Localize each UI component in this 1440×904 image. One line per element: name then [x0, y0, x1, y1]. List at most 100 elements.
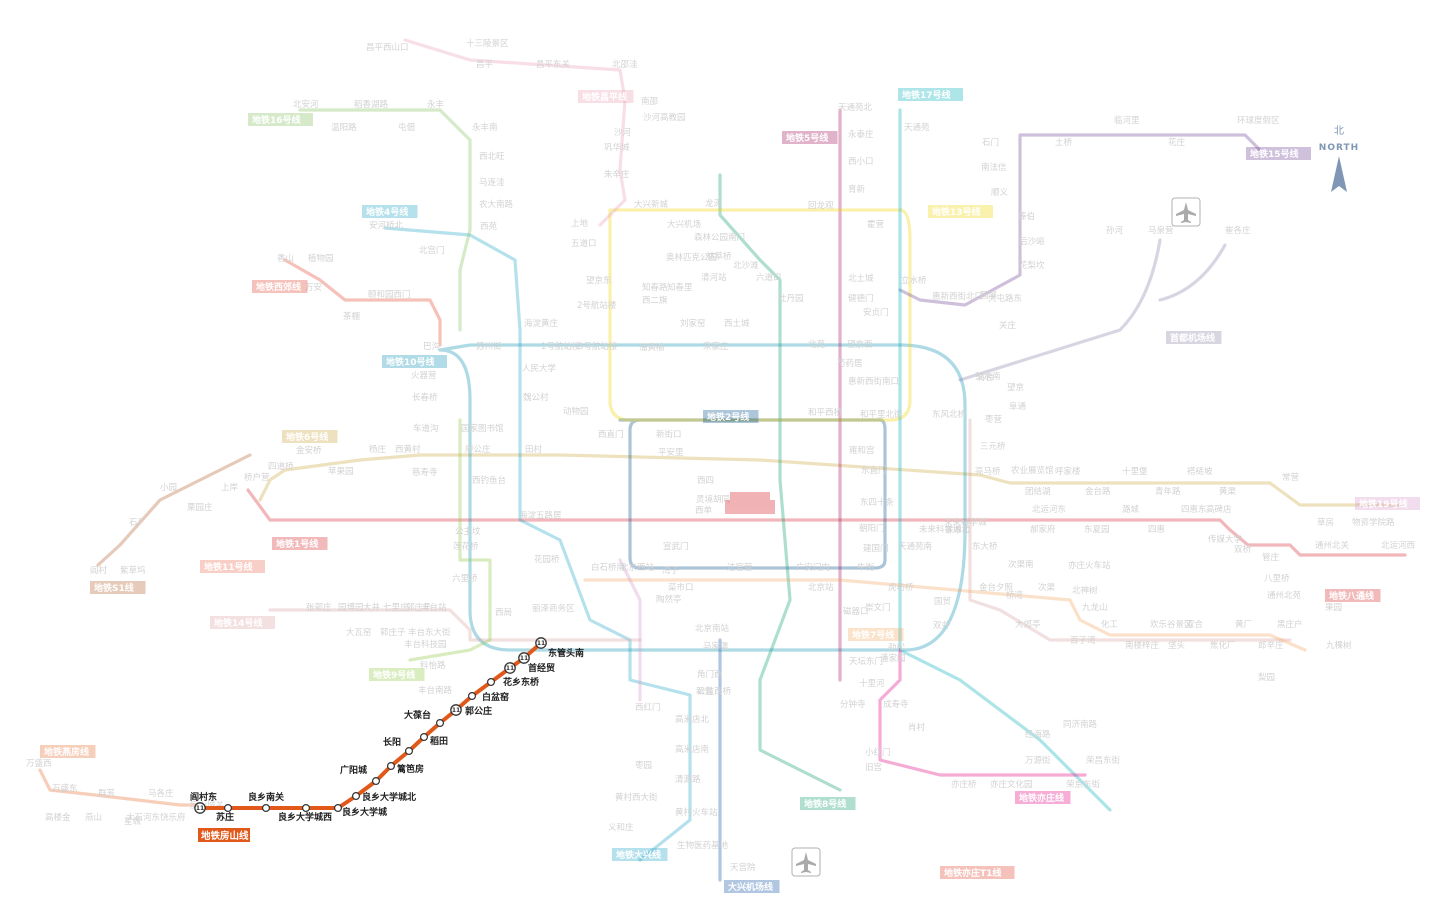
faint-station-label: 苹果园	[328, 466, 354, 477]
faint-station-label: 北土城	[848, 273, 874, 284]
line-tag-label: 地铁19号线	[1359, 498, 1408, 510]
line-tag-background	[800, 797, 856, 810]
line-tag[interactable]: 地铁亦庄线	[1015, 791, 1071, 804]
line-tag[interactable]: 地铁9号线	[369, 668, 425, 681]
station-3[interactable]: 良乡南关	[248, 791, 284, 812]
highlighted-line-fangshan[interactable]: 11阎村东苏庄良乡南关良乡大学城西良乡大学城良乡大学城北广阳城篱笆房长阳稻田大葆…	[190, 637, 584, 842]
faint-station-label: 草房	[1317, 517, 1334, 528]
faint-station-label: 潞城	[1122, 504, 1140, 515]
line-tag[interactable]: 地铁西郊线	[252, 280, 308, 293]
faint-station-label: 魏公村	[523, 392, 549, 403]
line-tag-label: 地铁昌平线	[582, 91, 627, 103]
transfer-badge: 11	[537, 640, 545, 647]
faint-station-label: 和平里北街	[860, 409, 903, 420]
faint-station-label: 北京西站	[620, 562, 655, 573]
line-tag[interactable]: 地铁1号线	[272, 537, 328, 550]
plane-icon-daxing	[791, 847, 821, 877]
faint-station-label: 温阳路	[331, 122, 357, 133]
line-tag[interactable]: 地铁8号线	[800, 797, 856, 810]
line-tag[interactable]: 地铁15号线	[1246, 147, 1311, 160]
faint-station-label: 慈寿寺	[412, 467, 438, 478]
faint-station-label: 虎坊桥	[888, 582, 914, 593]
faint-station-label: 团结湖	[1025, 486, 1051, 497]
faint-station-label: 北苑	[808, 339, 826, 350]
station-4[interactable]: 良乡大学城西	[278, 803, 332, 823]
faint-station-label: 立水桥	[901, 275, 927, 286]
line-tag-label: 首都机场线	[1170, 332, 1215, 344]
line-tag[interactable]: 地铁6号线	[282, 430, 338, 443]
station-label: 阎村东	[190, 791, 217, 803]
station-10[interactable]: 稻田	[420, 732, 448, 747]
faint-station-label: 四惠	[1148, 524, 1165, 535]
station-label: 白盆窑	[482, 691, 509, 703]
station-marker	[420, 732, 429, 741]
line-tag[interactable]: 地铁2号线	[703, 410, 759, 423]
line-tag-background	[1166, 331, 1222, 344]
faint-station-label: 南楼梓庄	[1125, 640, 1160, 651]
line-tag-background	[248, 113, 313, 126]
line-tag-label: 地铁17号线	[902, 89, 951, 101]
line-tag[interactable]: 大兴机场线	[724, 880, 780, 893]
line-tag[interactable]: 地铁5号线	[782, 131, 838, 144]
fangshan-line-tag[interactable]: 地铁房山线	[198, 828, 250, 842]
faint-station-label: 劲松	[888, 642, 906, 653]
faint-station-label: 建国门	[863, 543, 889, 554]
faint-station-label: 呼家楼	[1055, 466, 1081, 477]
line-tag[interactable]: 地铁14号线	[210, 616, 275, 629]
faint-station-label: 平安里	[658, 447, 684, 458]
line-tag[interactable]: 地铁11号线	[200, 560, 265, 573]
north-arrow-icon	[1331, 156, 1347, 192]
station-11[interactable]: 大葆台	[404, 709, 445, 727]
faint-station-label: 沙河高教园	[643, 112, 686, 123]
faint-station-label: 和平西桥	[808, 407, 843, 418]
line-tag[interactable]: 首都机场线	[1166, 331, 1222, 344]
line-tag-label: 地铁2号线	[707, 411, 749, 423]
station-5[interactable]: 良乡大学城	[334, 803, 387, 818]
line-tag[interactable]: 地铁10号线	[382, 355, 447, 368]
line-tag[interactable]: 地铁昌平线	[578, 90, 634, 103]
line-tag[interactable]: 地铁八通线	[1325, 589, 1381, 602]
faint-station-label: 荣京东街	[1066, 779, 1101, 790]
station-8[interactable]: 篱笆房	[387, 761, 424, 775]
faint-station-label: 分钟寺	[840, 699, 866, 710]
faint-station-label: 万源街	[1025, 755, 1051, 766]
faint-station-label: 花园桥	[534, 554, 560, 565]
line-tag[interactable]: 地铁S1线	[90, 581, 146, 594]
line-tag[interactable]: 地铁13号线	[928, 205, 993, 218]
faint-station-label: 万盛西	[26, 758, 52, 769]
station-7[interactable]: 广阳城	[340, 764, 381, 785]
line-tag-background	[272, 537, 328, 550]
faint-station-label: 阜通	[1009, 401, 1027, 412]
station-marker	[487, 677, 496, 686]
faint-station-label: 枣园	[635, 760, 652, 771]
line-tag[interactable]: 地铁7号线	[848, 628, 904, 641]
station-13[interactable]: 白盆窑	[468, 691, 509, 703]
faint-station-label: 四道桥	[268, 461, 294, 472]
faint-station-label: 化工	[1101, 619, 1119, 630]
station-6[interactable]: 良乡大学城北	[352, 791, 416, 803]
line-tag-background	[782, 131, 838, 144]
faint-station-label: 丰台站	[421, 602, 447, 613]
faint-station-label: 马连洼	[479, 177, 505, 188]
line-tag[interactable]: 地铁19号线	[1355, 497, 1420, 510]
line-tag[interactable]: 地铁大兴线	[612, 848, 668, 861]
station-14[interactable]: 花乡东桥	[487, 676, 540, 688]
station-2[interactable]: 苏庄	[216, 803, 234, 823]
line-tag-background	[1355, 497, 1420, 510]
faint-station-label: 蒲黄榆	[639, 342, 665, 353]
line-tag[interactable]: 地铁4号线	[362, 205, 418, 218]
line-tag[interactable]: 地铁亦庄T1线	[940, 866, 1015, 879]
line-tag[interactable]: 地铁17号线	[898, 88, 963, 101]
faint-station-label: 西小口	[848, 156, 874, 167]
line-tag[interactable]: 地铁16号线	[248, 113, 313, 126]
faint-station-label: 1号航站楼	[541, 341, 581, 352]
line-tag[interactable]: 地铁燕房线	[40, 745, 96, 758]
faint-station-label: 郝家府	[1030, 524, 1056, 535]
station-9[interactable]: 长阳	[383, 736, 414, 755]
